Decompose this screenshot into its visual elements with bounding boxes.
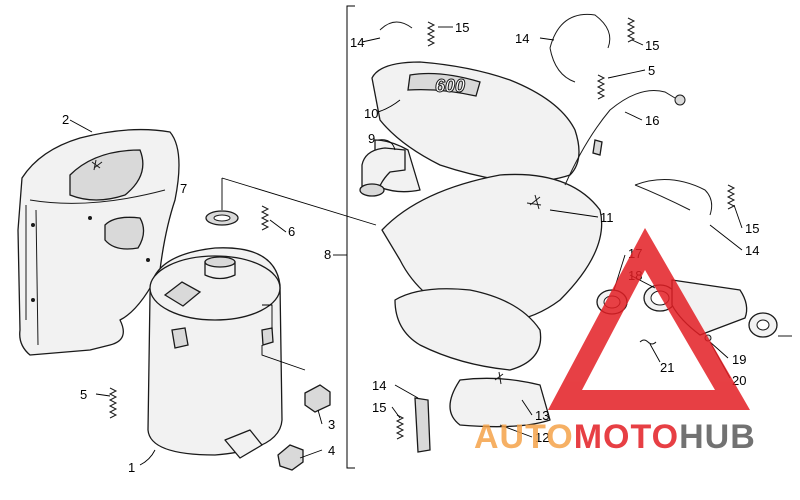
spring-5-top — [596, 74, 606, 100]
callout-14-top-left: 14 — [350, 35, 364, 50]
callout-4: 4 — [328, 443, 335, 458]
spring-6 — [260, 205, 270, 231]
leader-10 — [377, 99, 401, 113]
leader-6 — [269, 219, 287, 233]
callout-8: 8 — [324, 247, 331, 262]
leader-4 — [299, 449, 323, 459]
leader-13 — [521, 399, 533, 416]
callout-19: 19 — [732, 352, 746, 367]
leader-3 — [317, 409, 323, 425]
leader-21 — [649, 343, 661, 363]
clamp-14-lower — [414, 397, 431, 453]
callout-2: 2 — [62, 112, 69, 127]
leader-15d — [391, 406, 401, 419]
leader-9 — [377, 139, 396, 151]
leader-16 — [624, 111, 643, 121]
rubber-mount-3 — [304, 384, 331, 413]
spring-15-lower — [395, 414, 405, 440]
watermark-hub: HUB — [679, 418, 756, 456]
watermark-text: AUTOMOTOHUB — [474, 418, 756, 456]
sensor-cable — [564, 90, 686, 186]
elbow-pipe — [359, 147, 406, 197]
callout-15-top-left: 15 — [455, 20, 469, 35]
leader-15b — [631, 39, 644, 46]
callout-20: 20 — [732, 373, 746, 388]
callout-9: 9 — [368, 131, 375, 146]
callout-15-right: 15 — [745, 221, 759, 236]
callout-5-lower: 5 — [80, 387, 87, 402]
watermark-logo: AUTOMOTOHUB — [474, 228, 756, 456]
heat-shield — [17, 128, 180, 356]
clamp-14-top-right — [549, 13, 611, 83]
callout-15-top-right: 15 — [645, 38, 659, 53]
callout-11: 11 — [600, 210, 614, 225]
callout-10: 10 — [364, 106, 378, 121]
callout-16: 16 — [645, 113, 659, 128]
leader-19 — [709, 341, 729, 359]
leader-15c — [733, 204, 743, 229]
clamp-14-top-left — [379, 21, 413, 31]
callout-14-top-right: 14 — [515, 31, 529, 46]
leader-14a — [361, 37, 381, 43]
callout-13: 13 — [535, 408, 549, 423]
spring-15-right — [726, 184, 736, 210]
leader-12 — [499, 424, 533, 438]
watermark-triangle — [548, 228, 750, 410]
callout-14-lower: 14 — [372, 378, 386, 393]
watermark-moto: MOTO — [574, 418, 679, 456]
leader-14c — [709, 224, 743, 251]
grommet — [205, 210, 239, 226]
clamp-14-right — [634, 179, 713, 216]
spring-5-lower — [108, 387, 118, 419]
callout-15-lower: 15 — [372, 400, 386, 415]
callout-7: 7 — [180, 181, 187, 196]
rubber-mount-4 — [277, 444, 304, 471]
spring-15-top-right — [626, 17, 636, 43]
leader-7-9 — [221, 177, 377, 226]
callout-1: 1 — [128, 460, 135, 475]
spring-15-top-left — [426, 21, 436, 47]
leader-1 — [139, 449, 156, 466]
group-bracket — [346, 5, 355, 469]
leader-5-lower — [95, 393, 111, 397]
leader-11 — [549, 209, 599, 218]
callout-6: 6 — [288, 224, 295, 239]
expansion-chamber — [371, 61, 603, 428]
leader-5-top — [607, 69, 646, 79]
watermark-auto: AUTO — [474, 418, 574, 456]
callout-12: 12 — [535, 430, 549, 445]
callout-5-top: 5 — [648, 63, 655, 78]
muffler-body — [147, 247, 306, 459]
callout-21: 21 — [660, 360, 674, 375]
callout-3: 3 — [328, 417, 335, 432]
leader-14d — [394, 384, 419, 399]
leader-14b — [539, 37, 555, 41]
callout-14-right: 14 — [745, 243, 759, 258]
leader-2 — [69, 119, 93, 133]
emboss-600: 600 — [435, 76, 465, 96]
